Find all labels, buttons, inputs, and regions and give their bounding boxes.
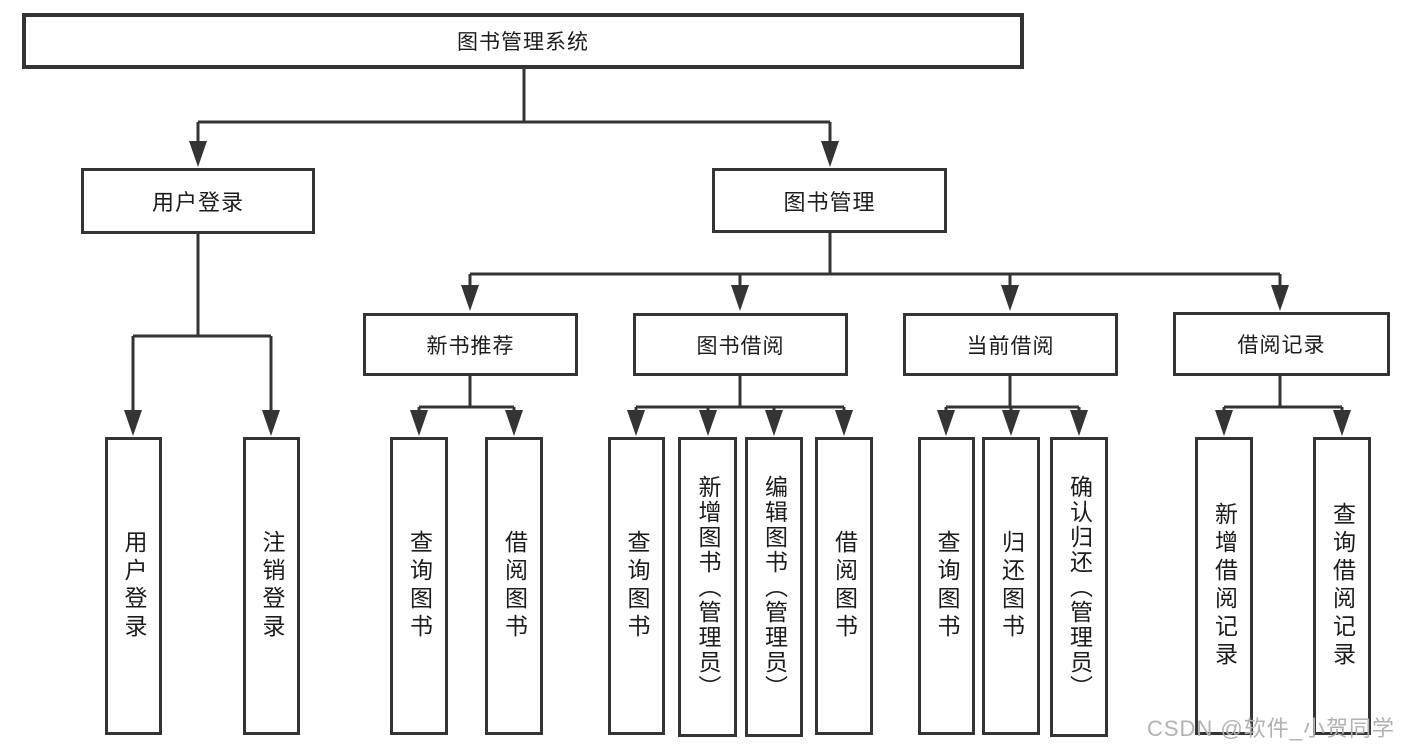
node-user-login: 用户登录: [81, 168, 315, 234]
node-borrow-records: 借阅记录: [1173, 312, 1390, 376]
leaf-query-book-current: 查询图书: [918, 437, 975, 735]
node-root-label: 图书管理系统: [457, 31, 589, 54]
leaf-add-book-admin: 新增图书（管理员）: [678, 437, 737, 737]
leaf-add-book-admin-label: 新增图书（管理员）: [695, 474, 721, 700]
leaf-query-borrow-record: 查询借阅记录: [1313, 437, 1371, 735]
node-book-borrow-label: 图书借阅: [696, 334, 785, 358]
leaf-query-book-recommend: 查询图书: [390, 437, 448, 735]
leaf-query-book-borrow: 查询图书: [608, 437, 665, 735]
leaf-logout-label: 注销登录: [259, 530, 285, 642]
leaf-query-book-borrow-label: 查询图书: [624, 530, 650, 642]
node-book-management: 图书管理: [712, 168, 947, 233]
node-new-book-recommend-label: 新书推荐: [426, 334, 515, 358]
leaf-borrow-book-label: 借阅图书: [831, 530, 858, 642]
leaf-confirm-return-admin-label: 确认归还（管理员）: [1066, 474, 1093, 700]
leaf-add-borrow-record: 新增借阅记录: [1195, 437, 1253, 735]
node-root: 图书管理系统: [22, 13, 1024, 69]
leaf-borrow-book-recommend: 借阅图书: [485, 437, 543, 735]
node-borrow-records-label: 借阅记录: [1237, 334, 1326, 357]
leaf-borrow-book: 借阅图书: [815, 437, 873, 735]
leaf-query-book-recommend-label: 查询图书: [406, 530, 433, 642]
leaf-query-borrow-record-label: 查询借阅记录: [1329, 502, 1356, 670]
node-book-borrow: 图书借阅: [633, 313, 848, 376]
leaf-return-book-label: 归还图书: [998, 530, 1025, 642]
node-current-borrow-label: 当前借阅: [966, 334, 1055, 358]
leaf-logout: 注销登录: [243, 437, 300, 735]
leaf-query-book-current-label: 查询图书: [934, 530, 960, 642]
node-new-book-recommend: 新书推荐: [363, 313, 578, 376]
node-user-login-label: 用户登录: [151, 190, 244, 215]
leaf-confirm-return-admin: 确认归还（管理员）: [1050, 437, 1108, 737]
csdn-watermark: CSDN @软件_小贺同学: [1146, 716, 1395, 741]
node-current-borrow: 当前借阅: [903, 313, 1118, 376]
leaf-edit-book-admin: 编辑图书（管理员）: [745, 437, 803, 737]
leaf-user-login-label: 用户登录: [121, 530, 147, 642]
leaf-edit-book-admin-label: 编辑图书（管理员）: [761, 474, 788, 700]
node-book-management-label: 图书管理: [783, 189, 876, 215]
leaf-return-book: 归还图书: [982, 437, 1040, 735]
leaf-user-login: 用户登录: [105, 437, 162, 735]
leaf-borrow-book-recommend-label: 借阅图书: [501, 530, 528, 642]
leaf-add-borrow-record-label: 新增借阅记录: [1211, 502, 1238, 670]
